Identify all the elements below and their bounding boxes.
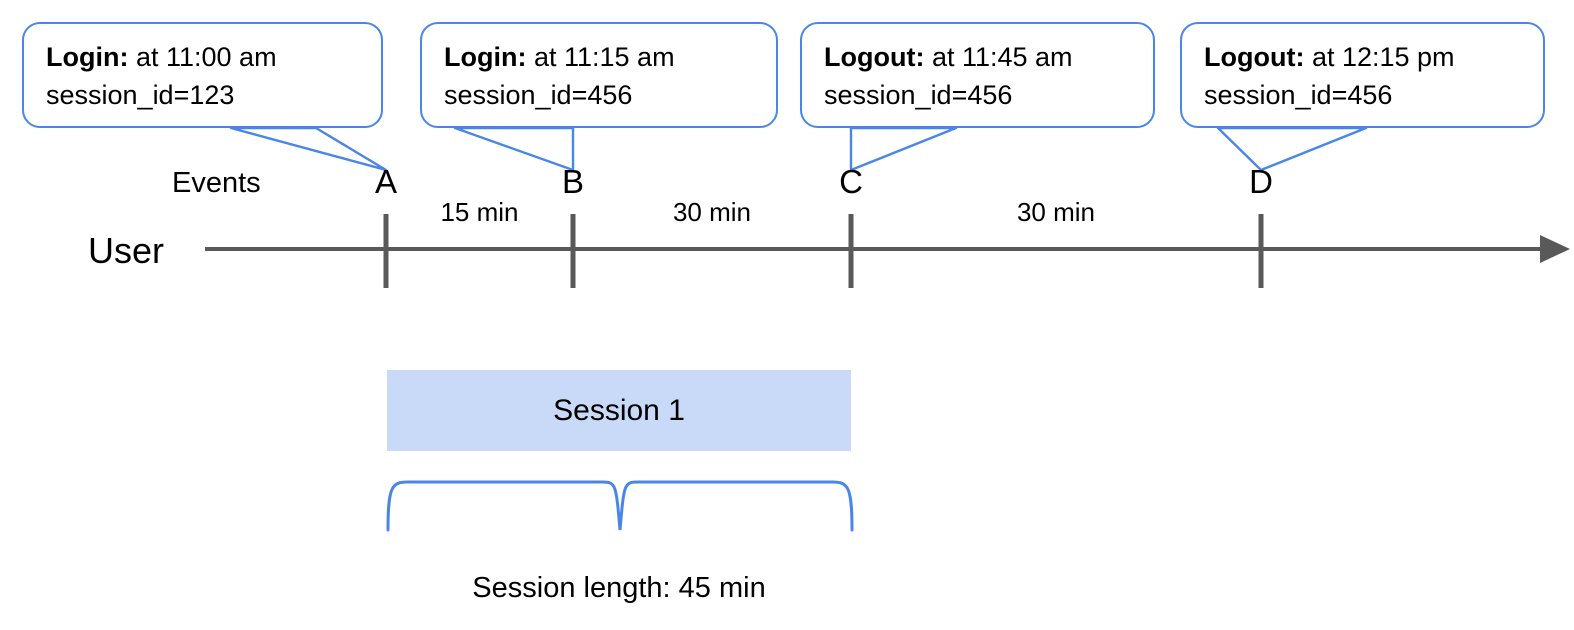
callout-d-line-1: Logout: at 12:15 pm bbox=[1204, 38, 1523, 76]
event-marker-label-b[interactable]: B bbox=[561, 163, 584, 200]
callout-c-line-1: Logout: at 11:45 am bbox=[824, 38, 1133, 76]
session-bar-label: Session 1 bbox=[553, 393, 685, 427]
callout-c-event: Logout: bbox=[824, 42, 925, 72]
callout-a-line-2: session_id=123 bbox=[46, 80, 235, 111]
callout-bubble-b[interactable]: Login: at 11:15 am session_id=456 bbox=[420, 22, 778, 128]
event-marker-label-c[interactable]: C bbox=[839, 163, 863, 200]
interval-label-c-d: 30 min bbox=[1016, 197, 1096, 227]
timeline-arrow-icon bbox=[1540, 235, 1570, 263]
callout-bubble-a[interactable]: Login: at 11:00 am session_id=123 bbox=[22, 22, 383, 128]
interval-label-b-c: 30 min bbox=[672, 197, 752, 227]
callout-bubble-c[interactable]: Logout: at 11:45 am session_id=456 bbox=[800, 22, 1155, 128]
callout-d-time: at 12:15 pm bbox=[1304, 42, 1455, 72]
callout-a-event: Login: bbox=[46, 42, 129, 72]
callout-b-line-2: session_id=456 bbox=[444, 80, 633, 111]
callout-tail-b bbox=[453, 126, 575, 172]
callout-c-line-2: session_id=456 bbox=[824, 80, 1013, 111]
callout-a-line-1: Login: at 11:00 am bbox=[46, 38, 361, 76]
timeline-ticks bbox=[383, 214, 1264, 288]
session-length-label: Session length: 45 min bbox=[472, 572, 766, 604]
session-bar[interactable]: Session 1 bbox=[387, 370, 851, 451]
timeline-axis bbox=[205, 235, 1570, 263]
event-marker-label-a[interactable]: A bbox=[374, 163, 397, 200]
callout-d-line-2: session_id=456 bbox=[1204, 80, 1393, 111]
callout-bubble-d[interactable]: Logout: at 12:15 pm session_id=456 bbox=[1180, 22, 1545, 128]
session-brace bbox=[386, 480, 854, 532]
interval-label-a-b: 15 min bbox=[440, 197, 519, 227]
callout-b-event: Login: bbox=[444, 42, 527, 72]
user-lane-label: User bbox=[88, 230, 165, 271]
callout-a-time: at 11:00 am bbox=[128, 42, 277, 72]
event-marker-label-d[interactable]: D bbox=[1249, 163, 1273, 200]
callout-b-time: at 11:15 am bbox=[526, 42, 675, 72]
callout-tail-a bbox=[229, 126, 388, 172]
events-row-label: Events bbox=[172, 167, 261, 199]
callout-b-line-1: Login: at 11:15 am bbox=[444, 38, 756, 76]
callout-tail-d bbox=[1216, 126, 1368, 172]
callout-c-time: at 11:45 am bbox=[924, 42, 1073, 72]
callout-tails bbox=[229, 126, 1368, 172]
callout-d-event: Logout: bbox=[1204, 42, 1305, 72]
callout-tail-c bbox=[849, 126, 958, 172]
